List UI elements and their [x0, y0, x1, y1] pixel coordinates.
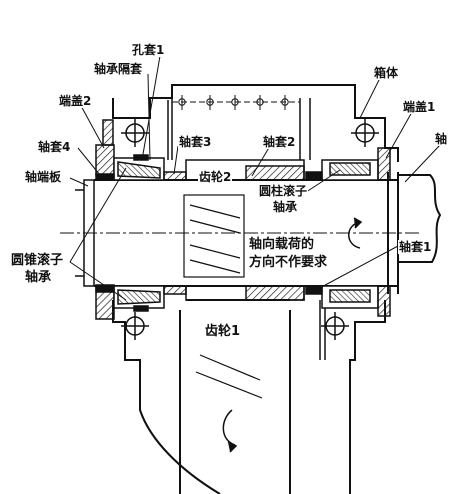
sleeve-4 — [95, 173, 115, 293]
label-sleeve-4: 轴套4 — [37, 140, 72, 154]
label-end-cap-1: 端盖1 — [402, 100, 437, 114]
label-gear-1: 齿轮1 — [204, 324, 242, 339]
label-hole-sleeve-1: 孔套1 — [131, 43, 166, 57]
label-sleeve-2: 轴套2 — [262, 135, 297, 149]
label-sleeve-3: 轴套3 — [178, 135, 213, 149]
bolt-holes — [121, 119, 379, 340]
label-cylindrical-bearing-line1: 圆柱滚子 — [258, 184, 309, 198]
sleeve-1 — [305, 171, 323, 295]
shaft-body — [60, 172, 442, 294]
label-housing: 箱体 — [373, 66, 400, 80]
rotation-arrows — [222, 217, 363, 453]
tapered-roller-bearing — [113, 157, 165, 309]
label-shaft: 轴 — [434, 132, 449, 146]
label-bearing-spacer: 轴承隔套 — [93, 62, 144, 76]
label-end-cap-2: 端盖2 — [58, 94, 93, 108]
label-axial-load-line1: 轴向载荷的 — [249, 237, 315, 252]
label-gear-2: 齿轮2 — [198, 170, 233, 184]
label-cylindrical-bearing-line2: 轴承 — [272, 200, 299, 214]
label-axial-load-line2: 方向不作要求 — [249, 255, 328, 270]
housing-inner-lines — [167, 98, 326, 360]
cylindrical-roller-bearing — [321, 159, 379, 309]
bolt-row — [172, 95, 300, 110]
label-shaft-end-plate: 轴端板 — [24, 170, 63, 184]
label-sleeve-1: 轴套1 — [398, 240, 433, 254]
label-tapered-bearing-line1: 圆锥滚子 — [10, 253, 65, 268]
gear-1 — [183, 194, 290, 399]
label-tapered-bearing-line2: 轴承 — [24, 270, 53, 285]
bearing-spacer — [133, 154, 149, 312]
